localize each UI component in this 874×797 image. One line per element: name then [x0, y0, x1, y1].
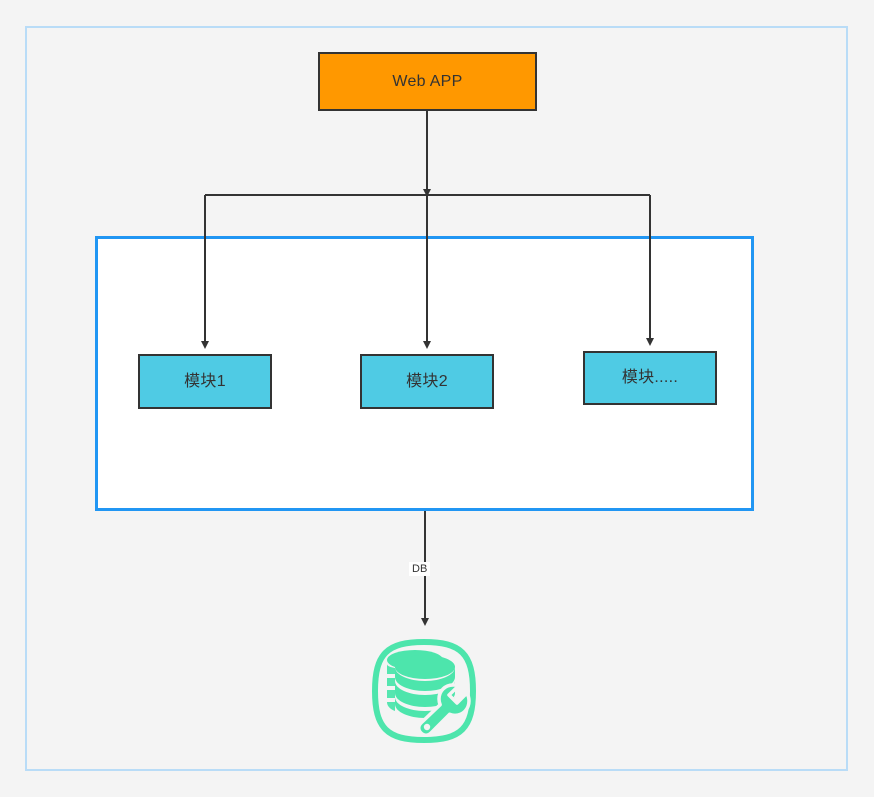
node-module-1[interactable]: 模块1 [138, 354, 272, 409]
wrench-icon [417, 683, 471, 737]
node-web-app[interactable]: Web APP [318, 52, 537, 111]
node-module-1-label: 模块1 [184, 372, 226, 390]
node-module-2[interactable]: 模块2 [360, 354, 494, 409]
node-module-3[interactable]: 模块..... [583, 351, 717, 405]
node-module-3-label: 模块..... [621, 369, 679, 386]
database-wrench-icon[interactable] [357, 624, 491, 758]
outer-frame [25, 26, 848, 771]
edge-label-db: DB [409, 562, 431, 577]
node-web-app-label: Web APP [392, 72, 463, 90]
node-module-2-label: 模块2 [406, 372, 448, 390]
